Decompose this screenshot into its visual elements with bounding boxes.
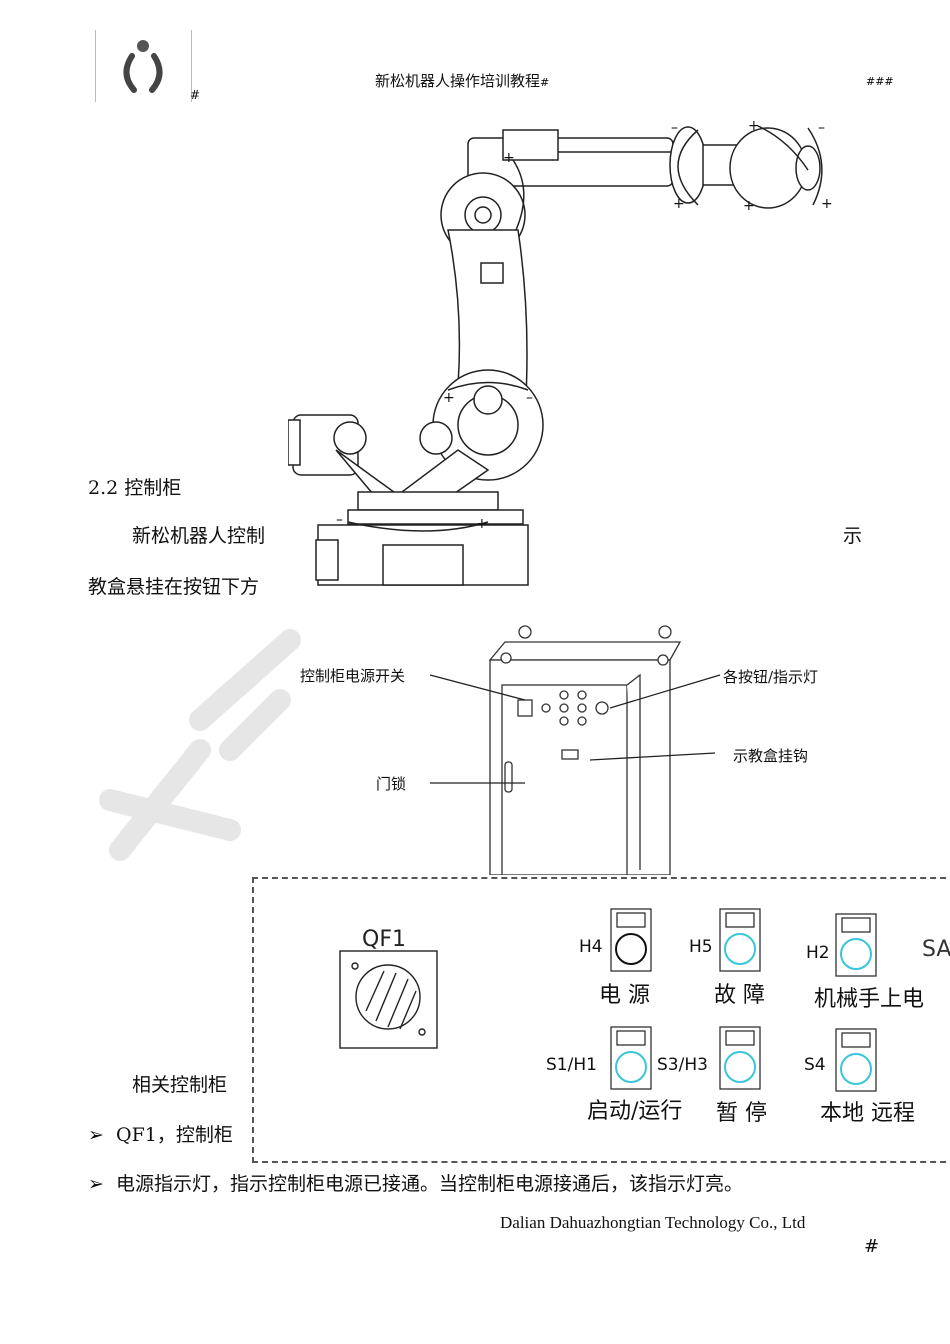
svg-text:+: + — [503, 150, 515, 166]
bullet-text: 电源指示灯，指示控制柜电源已接通。当控制柜电源接通后，该指示灯亮。 — [116, 1173, 744, 1195]
header-title-text: 新松机器人操作培训教程 — [375, 72, 541, 90]
control-cabinet-diagram — [488, 625, 682, 875]
logo-hash: # — [190, 88, 201, 102]
company-logo-icon — [123, 40, 163, 93]
svg-text:–: – — [818, 120, 825, 136]
button-s3h3-label: 暂 停 — [716, 1101, 767, 1126]
svg-text:+: + — [673, 196, 685, 212]
label-door-lock: 门锁 — [376, 775, 407, 793]
header-title-hash: # — [540, 76, 550, 89]
bullet-marker: ➢ — [88, 1124, 104, 1146]
button-s3h3-code: S3/H3 — [657, 1055, 708, 1075]
svg-text:–: – — [336, 512, 343, 528]
switch-sa-code: SA — [922, 937, 950, 962]
bullet-marker: ➢ — [88, 1173, 104, 1195]
svg-text:+: + — [743, 198, 755, 214]
switch-s4-label: 本地 远程 — [820, 1101, 915, 1126]
label-power-switch: 控制柜电源开关 — [300, 667, 406, 685]
bullet-power-indicator: ➢ 电源指示灯，指示控制柜电源已接通。当控制柜电源接通后，该指示灯亮。 — [88, 1169, 743, 1196]
panel-drawing: QF1 — [339, 908, 877, 1092]
control-panel-diagram: QF1 H4 电 源 H5 故 障 H2 机械手上电 SA S1/H1 启动/运… — [252, 877, 950, 1163]
header-page-marker: ### — [866, 75, 894, 88]
header-logo-frame — [95, 30, 192, 102]
cabinet-callout-lines — [429, 674, 721, 784]
bullet-qf1: ➢ QF1，控制柜 — [88, 1120, 233, 1147]
footer-company: Dalian Dahuazhongtian Technology Co., Lt… — [500, 1213, 806, 1232]
paragraph-line-3: 相关控制柜 — [132, 1074, 228, 1096]
svg-text:+: + — [748, 120, 760, 134]
switch-s4-code: S4 — [804, 1055, 826, 1075]
header-title: 新松机器人操作培训教程# — [375, 70, 549, 91]
section-title: 2.2 控制柜 — [88, 477, 182, 499]
indicator-h5-label: 故 障 — [714, 983, 765, 1008]
indicator-h2-code: H2 — [806, 943, 830, 963]
button-s1h1-label: 启动/运行 — [587, 1099, 683, 1124]
paragraph-line-1-start: 新松机器人控制 — [132, 525, 266, 547]
svg-text:–: – — [526, 390, 533, 406]
paragraph-line-2: 教盒悬挂在按钮下方 — [88, 576, 260, 598]
svg-text:QF1: QF1 — [362, 927, 406, 952]
indicator-h5-code: H5 — [689, 937, 713, 957]
watermark — [99, 629, 301, 861]
indicator-h4-label: 电 源 — [599, 983, 650, 1008]
footer-hash: # — [864, 1236, 880, 1257]
button-s1h1-code: S1/H1 — [546, 1055, 597, 1075]
svg-text:+: + — [443, 390, 455, 406]
svg-text:+: + — [821, 196, 833, 212]
bullet-text: QF1，控制柜 — [116, 1124, 233, 1146]
paragraph-line-1-end: 示 — [843, 525, 863, 547]
label-pendant-hook: 示教盒挂钩 — [733, 747, 809, 765]
svg-text:+: + — [476, 516, 488, 532]
indicator-h2-label: 机械手上电 — [814, 987, 925, 1012]
svg-text:–: – — [671, 120, 678, 136]
indicator-h4-code: H4 — [579, 937, 603, 957]
robot-arm-diagram: – + + + – + + + – – + — [288, 120, 833, 586]
label-buttons-lights: 各按钮/指示灯 — [723, 668, 819, 686]
